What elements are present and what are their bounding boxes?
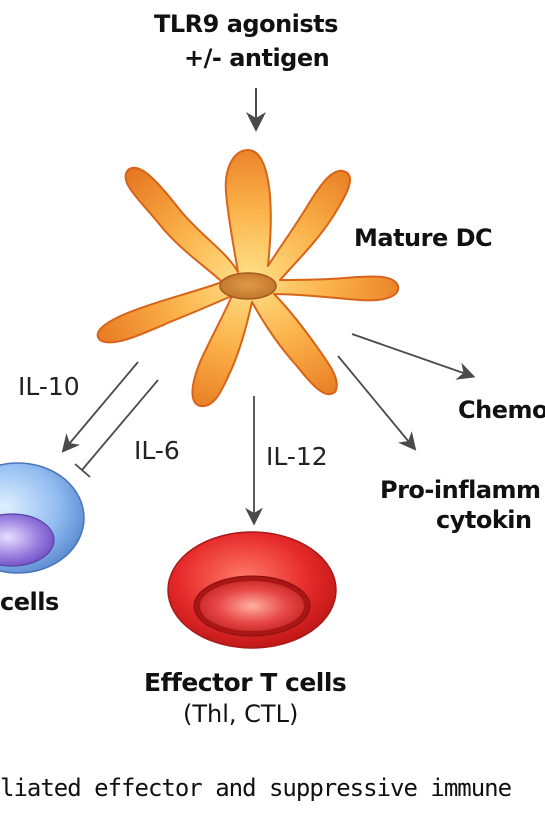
caption: liated effector and suppressive immune [0, 774, 512, 802]
regulatory-cell [0, 462, 85, 574]
input-title-line2: +/- antigen [184, 44, 330, 72]
il10-label: IL-10 [18, 372, 80, 401]
effector-subtitle: (Thl, CTL) [183, 700, 299, 728]
chemokines-label: Chemo [458, 396, 545, 424]
dc-nucleus [219, 272, 277, 300]
mature-dc-cell [96, 149, 400, 408]
proinflam-arrow [337, 355, 417, 451]
il6-label: IL-6 [134, 436, 180, 465]
chemokines-arrow [351, 333, 476, 380]
il10-arrow [61, 361, 139, 453]
mature-dc-label: Mature DC [354, 224, 493, 252]
input-title-line1: TLR9 agonists [154, 10, 338, 38]
proinflam-label-line1: Pro-inflamm [380, 476, 541, 504]
il6-inhibit-bar [74, 463, 91, 478]
effector-title: Effector T cells [144, 668, 347, 697]
left-cells-label: cells [0, 588, 59, 616]
il12-label: IL-12 [266, 442, 328, 471]
proinflam-label-line2: cytokin [436, 506, 532, 534]
effector-t-cell [167, 531, 337, 649]
il6-inhibit-line [81, 379, 159, 471]
